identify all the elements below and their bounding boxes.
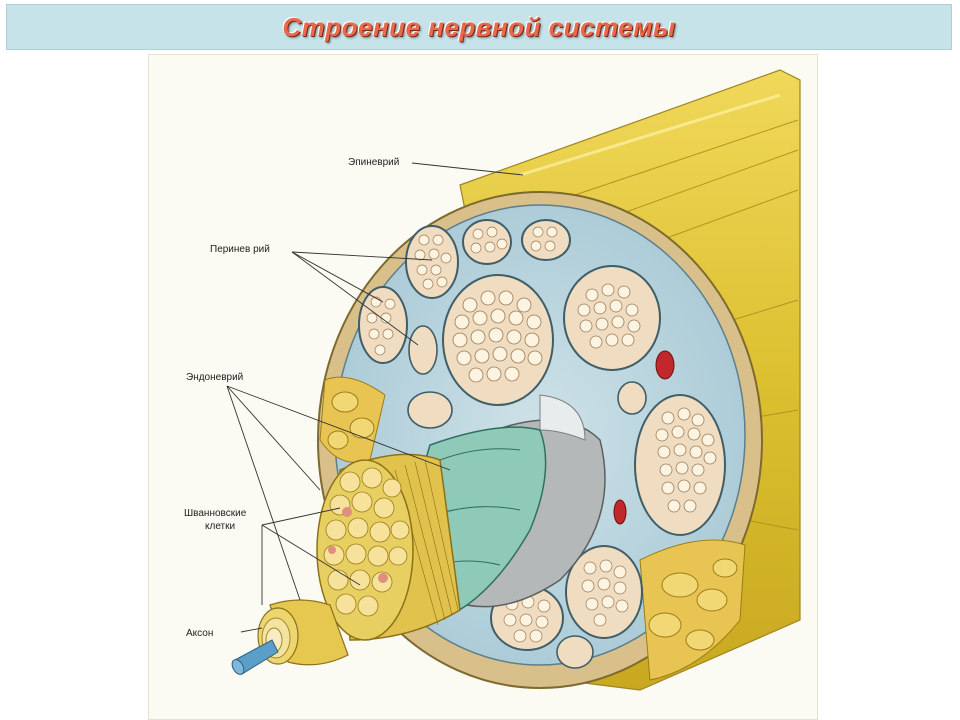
fascicle (408, 325, 438, 375)
fascicle (407, 391, 453, 429)
label-schwann-cells-line1: Шванновские (184, 508, 247, 519)
fascicle (462, 219, 512, 265)
label-endoneurium: Эндоневрий (186, 372, 243, 383)
fascicle (563, 265, 661, 371)
adipose-tissue (319, 376, 746, 681)
fascicle (565, 545, 643, 639)
label-schwann-cells-line2: клетки (205, 521, 235, 532)
fascicle-extension (316, 453, 461, 641)
fascicles (358, 219, 726, 669)
label-perineurium: Перинев рий (210, 244, 270, 255)
fascicle (521, 219, 571, 261)
fascicle (634, 394, 726, 536)
fascicle (442, 274, 554, 406)
fascicle (358, 286, 408, 364)
page-title: Строение нервной системы (282, 11, 676, 42)
fascicle (556, 635, 594, 669)
fascicle (405, 225, 459, 299)
nerve-fiber (231, 599, 349, 675)
label-axon: Аксон (186, 628, 213, 639)
fascicle (617, 381, 647, 415)
leader-lines (226, 162, 524, 633)
title-bar: Строение нервной системы (6, 4, 952, 50)
label-epineurium: Эпиневрий (348, 157, 399, 168)
